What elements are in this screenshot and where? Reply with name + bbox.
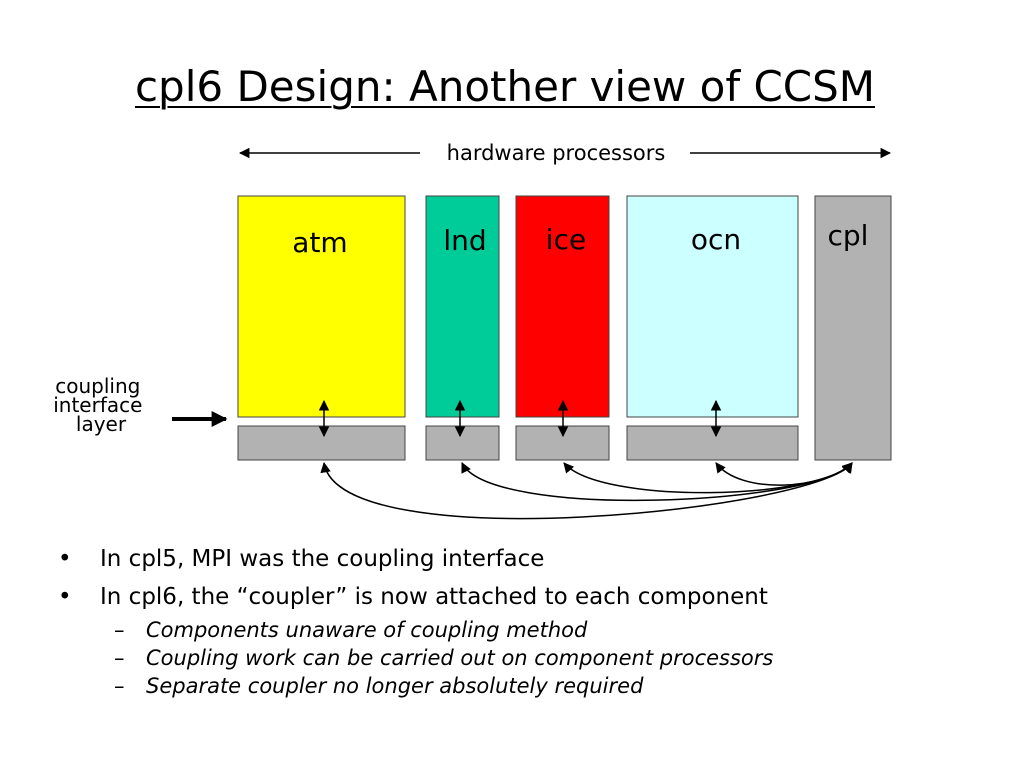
bullet-text: In cpl6, the “coupler” is now attached t… [100, 584, 768, 610]
atm-coupling-layer [237, 425, 406, 461]
atm-cpl-connection [320, 461, 853, 520]
ocn-label: ocn [691, 223, 741, 256]
atm-label: atm [292, 226, 347, 259]
cpl-box [814, 195, 892, 461]
bullet-marker: • [58, 546, 72, 572]
bullet-item: • In cpl6, the “coupler” is now attached… [58, 578, 958, 616]
ocn-cpl-connection [715, 462, 853, 486]
ice-label: ice [546, 223, 586, 256]
cpl-label: cpl [828, 219, 869, 252]
sub-bullet-marker: – [114, 618, 125, 642]
sub-bullet-item: – Separate coupler no longer absolutely … [58, 672, 958, 700]
ice-box [515, 195, 610, 418]
lnd-cpl-connection [461, 462, 853, 502]
bullet-marker: • [58, 584, 72, 610]
side-label-line-2: interface [53, 393, 142, 417]
atm-box [237, 195, 406, 418]
sub-bullet-text: Coupling work can be carried out on comp… [146, 646, 774, 670]
ccsm-diagram: hardware processors atm lnd ice ocn cpl … [53, 141, 892, 520]
sub-bullet-text: Separate coupler no longer absolutely re… [146, 674, 644, 698]
lnd-label: lnd [443, 224, 486, 257]
side-label-line-3: layer [76, 412, 127, 436]
sub-bullet-item: – Components unaware of coupling method [58, 616, 958, 644]
hardware-processors-label: hardware processors [447, 141, 666, 165]
lnd-coupling-layer [425, 425, 500, 461]
sub-bullet-text: Components unaware of coupling method [146, 618, 588, 642]
sub-bullet-marker: – [114, 674, 125, 698]
bullet-text: In cpl5, MPI was the coupling interface [100, 546, 545, 572]
sub-bullet-item: – Coupling work can be carried out on co… [58, 644, 958, 672]
bullet-item: • In cpl5, MPI was the coupling interfac… [58, 540, 958, 578]
side-label-line-1: coupling [55, 374, 140, 398]
ice-cpl-connection [563, 462, 853, 494]
sub-bullet-marker: – [114, 646, 125, 670]
ocn-box [626, 195, 799, 418]
ocn-coupling-layer [626, 425, 799, 461]
coupling-interface-layer-label: coupling interface layer [53, 374, 149, 436]
slide-title: cpl6 Design: Another view of CCSM [134, 62, 876, 111]
bullet-list: • In cpl5, MPI was the coupling interfac… [58, 540, 958, 700]
